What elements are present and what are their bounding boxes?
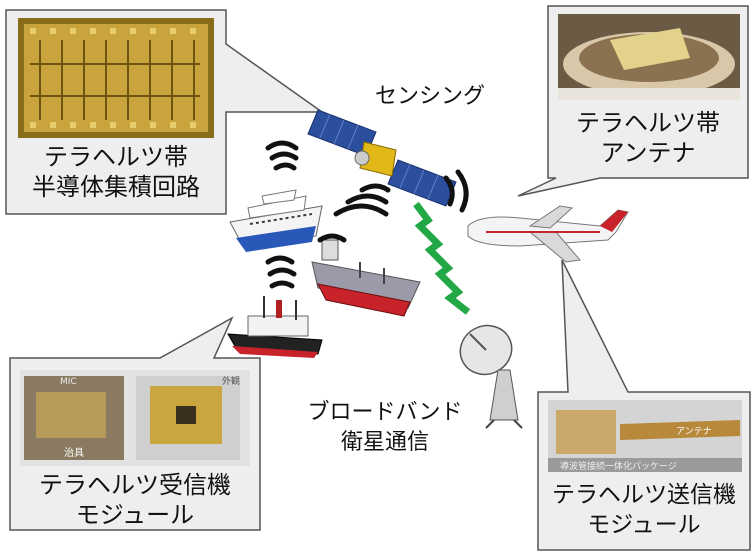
rx-photo-jig: 治具 <box>64 446 84 459</box>
rx-label-line1: テラヘルツ受信機 <box>39 471 231 499</box>
ic-label-line2: 半導体集積回路 <box>32 173 200 201</box>
ic-photo <box>18 18 214 138</box>
antenna-label-line1: テラヘルツ帯 <box>576 109 720 137</box>
sensing-label: センシング <box>374 84 485 109</box>
radio-waves-icon <box>265 140 469 289</box>
tx-photo-antenna: アンテナ <box>676 426 712 437</box>
airplane-icon <box>467 205 629 263</box>
cargo-ship-icon <box>227 296 323 358</box>
rx-photo: MIC 外観 治具 <box>20 370 250 466</box>
broadband-label-line2: 衛星通信 <box>340 430 429 455</box>
rx-photo-mic: MIC <box>60 377 77 387</box>
tx-label-line2: モジュール <box>587 512 701 538</box>
rx-label-line2: モジュール <box>75 501 195 529</box>
rx-label: テラヘルツ受信機 モジュール <box>14 470 256 530</box>
broadband-label-line1: ブロードバンド <box>307 400 463 425</box>
antenna-photo <box>558 14 740 100</box>
satellite-icon <box>307 109 457 207</box>
ic-label-line1: テラヘルツ帯 <box>44 143 188 171</box>
rx-photo-gaikan: 外観 <box>222 375 240 387</box>
tx-photo: アンテナ 導波管接続一体化パッケージ <box>548 400 742 472</box>
tx-label-line1: テラヘルツ送信機 <box>552 482 736 508</box>
tanker-ship-icon <box>311 239 421 317</box>
tx-photo-package: 導波管接続一体化パッケージ <box>560 460 677 472</box>
tx-label: テラヘルツ送信機 モジュール <box>540 480 748 540</box>
passenger-ship-icon <box>229 189 323 252</box>
dish-antenna-icon <box>459 324 523 429</box>
antenna-label-line2: アンテナ <box>600 139 696 167</box>
broadband-label: ブロードバンド 衛星通信 <box>290 398 480 458</box>
antenna-label: テラヘルツ帯 アンテナ <box>552 108 744 168</box>
lightning-bolt-icon <box>413 201 471 315</box>
ic-label: テラヘルツ帯 半導体集積回路 <box>10 142 222 202</box>
